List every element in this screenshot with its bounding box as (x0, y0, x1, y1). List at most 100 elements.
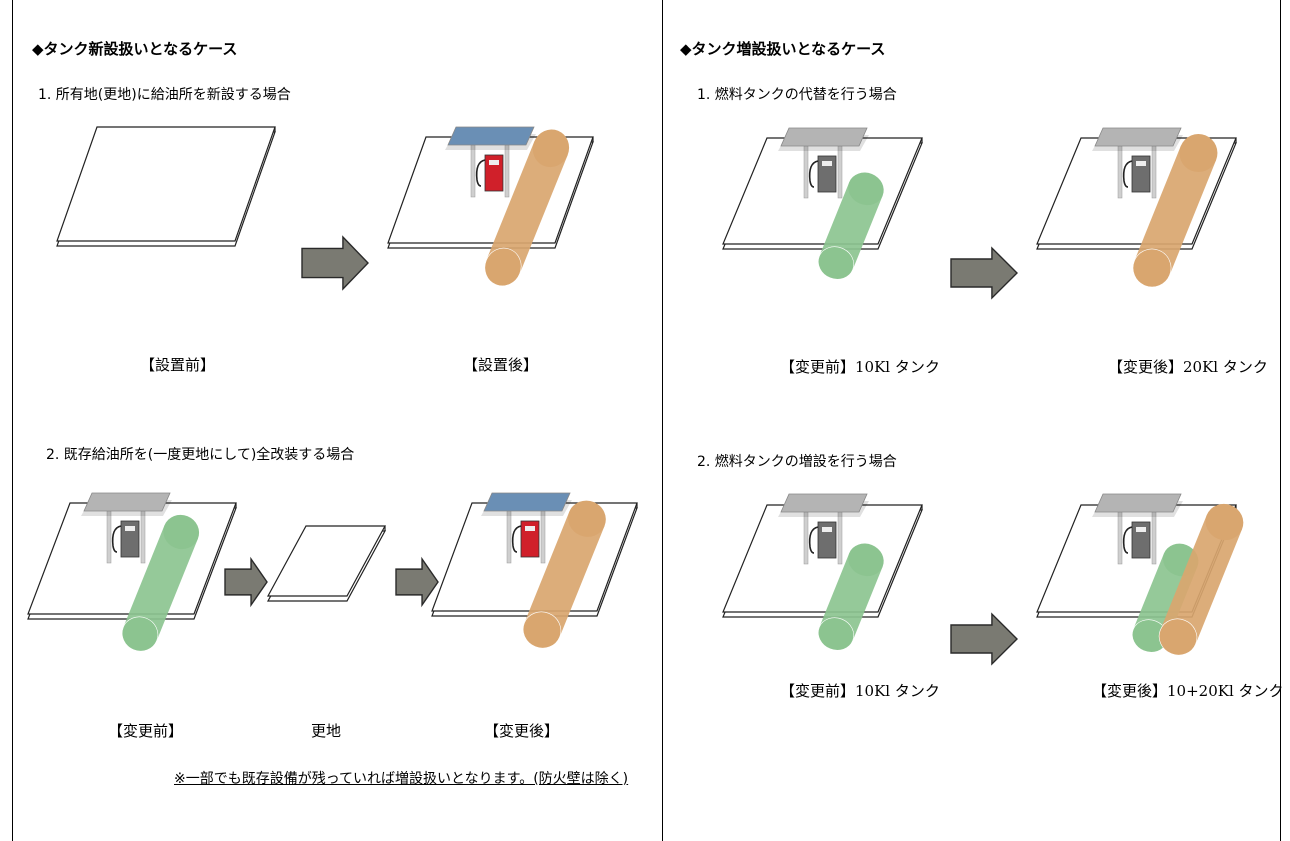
illustration-renovated-station (431, 492, 638, 649)
fuel-pump-hose (1122, 526, 1133, 554)
canopy-roof (483, 492, 571, 512)
tank-end-near (817, 246, 855, 280)
fuel-pump-display (1136, 527, 1146, 532)
fuel-pump-display (489, 160, 499, 165)
illustration-new-station (387, 126, 594, 287)
fuel-pump-display (822, 161, 832, 166)
fuel-tank-old (817, 172, 884, 280)
right-case2-before-label: 【変更前】10Kl タンク (780, 682, 940, 700)
illustration-add-before (722, 493, 923, 651)
tank-body (1160, 514, 1243, 645)
fuel-tank-new (484, 129, 570, 287)
arrow-right-case2 (950, 612, 1018, 666)
fuel-pump-display (125, 526, 135, 531)
canopy-pillar (837, 511, 843, 565)
arrow-right-case1 (950, 246, 1018, 300)
lot-slab (27, 502, 237, 615)
fuel-pump-hose (808, 526, 819, 554)
left-case2-before-label: 【変更前】 (108, 722, 184, 740)
fuel-pump-hose (808, 160, 819, 188)
canopy-roof (1094, 493, 1182, 513)
canopy-pillar (837, 145, 843, 199)
canopy-roof (1094, 127, 1182, 147)
fuel-pump-hose (111, 525, 122, 553)
canopy-roof (83, 492, 171, 512)
right-arrow-icon (950, 246, 1018, 300)
tank-end-near (121, 616, 159, 652)
canopy-roof (447, 126, 535, 146)
fuel-tank-old (1131, 543, 1199, 653)
illustration-replace-before (722, 127, 923, 280)
fuel-tank-new (1158, 503, 1244, 656)
illustration-add-after (1036, 493, 1244, 656)
right-arrow-icon (950, 612, 1018, 666)
illustration-cleared-lot (266, 525, 387, 602)
canopy-roof (780, 493, 868, 513)
frame-center-divider (662, 0, 663, 841)
fuel-pump-hose (1122, 160, 1133, 188)
left-note: ※一部でも既存設備が残っていれば増設扱いとなります。(防火壁は除く) (174, 771, 629, 787)
left-case1-title: 1. 所有地(更地)に給油所を新設する場合 (38, 87, 291, 103)
right-case1-before-label: 【変更前】10Kl タンク (780, 358, 940, 376)
lot-slab (722, 504, 923, 613)
canopy-pillar (1151, 511, 1157, 565)
arrow-case1 (301, 235, 369, 291)
fuel-tank-old (121, 514, 200, 652)
illustration-existing-station (27, 492, 237, 652)
canopy-pillar (1117, 145, 1123, 199)
left-case2-after-label: 【変更後】 (484, 722, 560, 740)
tank-end-far (163, 514, 200, 550)
tank-end-far (1205, 503, 1244, 541)
canopy-pillar (470, 144, 476, 198)
right-heading: ◆タンク増設扱いとなるケース (680, 40, 886, 58)
right-arrow-icon (395, 556, 439, 608)
frame-left-border (12, 0, 13, 841)
tank-body (1134, 145, 1217, 276)
fuel-pump-hose (475, 159, 486, 187)
canopy-pillar (506, 510, 512, 564)
tank-end-near (522, 611, 562, 649)
canopy-pillar (106, 510, 112, 564)
lot-slab (56, 126, 276, 242)
tank-end-far (532, 129, 570, 168)
left-case1-after-label: 【設置後】 (463, 356, 539, 374)
tank-body (486, 141, 568, 274)
left-heading: ◆タンク新設扱いとなるケース (32, 40, 238, 58)
canopy-pillar (140, 510, 146, 564)
left-case2-middle-label: 更地 (311, 722, 342, 740)
tank-end-near (1158, 618, 1198, 656)
fuel-tank-old (817, 543, 884, 651)
tank-end-far (848, 543, 884, 577)
tank-body (524, 511, 605, 638)
tank-end-near (1132, 248, 1172, 288)
tank-end-far (1179, 134, 1218, 173)
arrow-case2-second (395, 556, 439, 608)
fuel-pump-hose (511, 525, 522, 553)
frame-right-border (1280, 0, 1281, 841)
left-case2-title: 2. 既存給油所を(一度更地にして)全改装する場合 (46, 447, 355, 463)
tank-end-far (568, 500, 606, 537)
right-arrow-icon (301, 235, 369, 291)
canopy-pillar (1117, 511, 1123, 565)
tank-body (123, 525, 198, 641)
fuel-pump-display (822, 527, 832, 532)
canopy-pillar (540, 510, 546, 564)
tank-end-near (484, 247, 522, 287)
fuel-tank-new (522, 500, 606, 649)
canopy-pillar (1151, 145, 1157, 199)
lot-slab (266, 525, 387, 597)
arrow-case2-first (224, 556, 268, 608)
canopy-pillar (803, 145, 809, 199)
right-case1-title: 1. 燃料タンクの代替を行う場合 (697, 87, 897, 103)
illustration-replace-after (1036, 127, 1237, 288)
tank-end-far (848, 172, 884, 206)
fuel-pump-display (525, 526, 535, 531)
right-case1-after-label: 【変更後】20Kl タンク (1108, 358, 1268, 376)
canopy-pillar (504, 144, 510, 198)
tank-end-near (817, 617, 855, 651)
right-case2-title: 2. 燃料タンクの増設を行う場合 (697, 454, 897, 470)
left-case1-before-label: 【設置前】 (140, 356, 216, 374)
canopy-pillar (803, 511, 809, 565)
fuel-pump-display (1136, 161, 1146, 166)
